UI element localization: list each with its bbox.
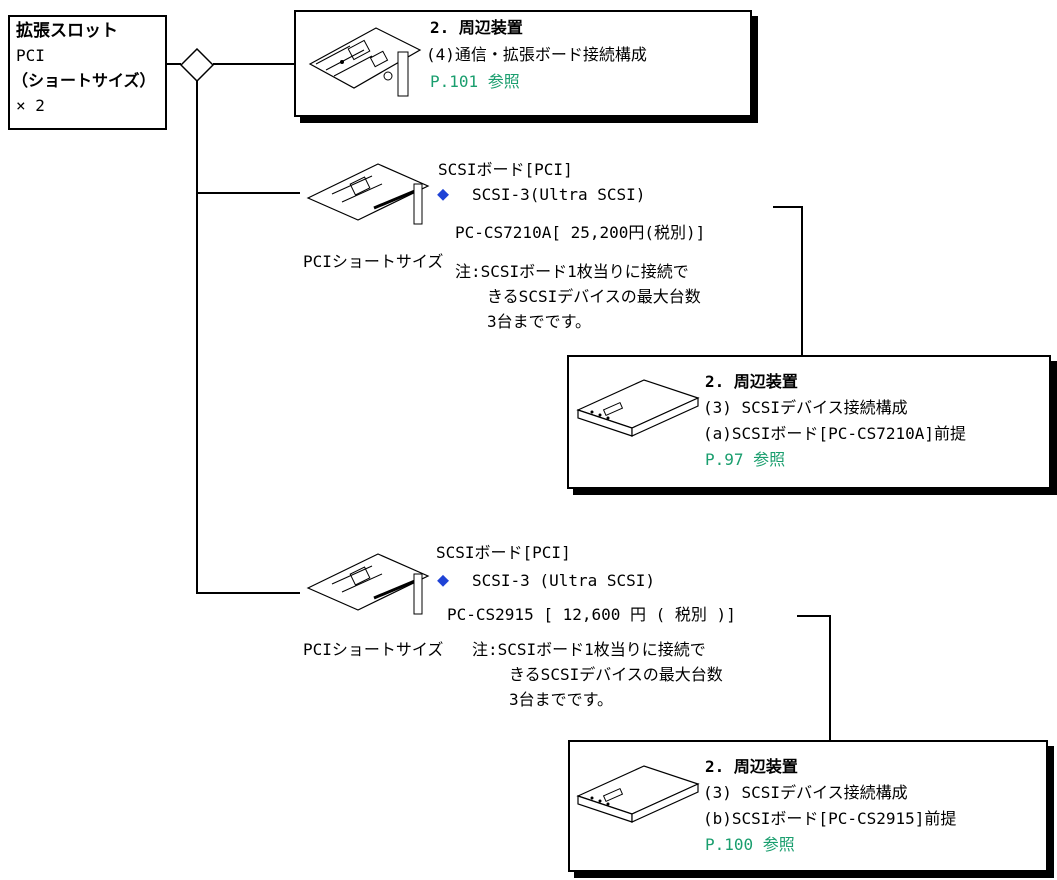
board2-spec: SCSI-3 (Ultra SCSI): [472, 571, 656, 590]
ref1-page-link[interactable]: P.97 参照: [705, 450, 786, 469]
slot-size: （ショートサイズ）: [12, 71, 156, 90]
board2-caption: PCIショートサイズ: [303, 640, 444, 659]
connector-line: [165, 63, 181, 65]
slot-count: × 2: [16, 96, 45, 115]
ref2-topic: (3) SCSIデバイス接続構成: [703, 783, 908, 802]
expansion-slot-box: [8, 15, 167, 130]
slot-bus: PCI: [16, 46, 45, 65]
branch-diamond-icon: [180, 48, 214, 82]
board1-model: PC-CS7210A[ 25,200円(税別)]: [455, 223, 706, 242]
connector-line: [196, 192, 300, 194]
connector-line: [196, 80, 198, 594]
scsi-device-icon: [576, 379, 700, 437]
ref2-subtopic: (b)SCSIボード[PC-CS2915]前提: [703, 809, 957, 828]
board1-caption: PCIショートサイズ: [303, 252, 444, 271]
slot-title: 拡張スロット: [16, 21, 118, 41]
connector-line: [829, 615, 831, 741]
connector-line: [801, 206, 803, 357]
connector-line: [196, 592, 300, 594]
board2-note-line1: 注:SCSIボード1枚当りに接続で: [472, 640, 706, 659]
board1-note-line2: きるSCSIデバイスの最大台数: [487, 287, 701, 306]
board1-note-line3: 3台までです。: [487, 312, 592, 331]
board2-note-line3: 3台までです。: [509, 690, 614, 709]
diamond-bullet-icon: ◆: [437, 181, 450, 205]
connector-line: [773, 206, 803, 208]
pci-board-icon: [308, 27, 422, 97]
ref-top-section: 2. 周辺装置: [430, 18, 523, 37]
diamond-bullet-icon: ◆: [437, 567, 450, 591]
ref-top-page-link[interactable]: P.101 参照: [430, 72, 520, 91]
ref2-page-link[interactable]: P.100 参照: [705, 835, 795, 854]
board1-name: SCSIボード[PCI]: [438, 160, 573, 179]
ref2-section: 2. 周辺装置: [705, 757, 798, 776]
connector-line: [213, 63, 295, 65]
ref-top-topic: (4)通信・拡張ボード接続構成: [426, 45, 647, 64]
board1-spec: SCSI-3(Ultra SCSI): [472, 185, 646, 204]
pci-board-icon: [306, 553, 430, 615]
board2-model: PC-CS2915 [ 12,600 円 ( 税別 )]: [447, 605, 736, 624]
board2-name: SCSIボード[PCI]: [436, 543, 571, 562]
ref1-subtopic: (a)SCSIボード[PC-CS7210A]前提: [703, 424, 967, 443]
board2-note-line2: きるSCSIデバイスの最大台数: [509, 665, 723, 684]
board1-note-line1: 注:SCSIボード1枚当りに接続で: [455, 262, 689, 281]
connector-line: [797, 615, 831, 617]
ref1-topic: (3) SCSIデバイス接続構成: [703, 398, 908, 417]
ref1-section: 2. 周辺装置: [705, 372, 798, 391]
scsi-device-icon: [576, 765, 700, 823]
pci-board-icon: [306, 163, 430, 225]
